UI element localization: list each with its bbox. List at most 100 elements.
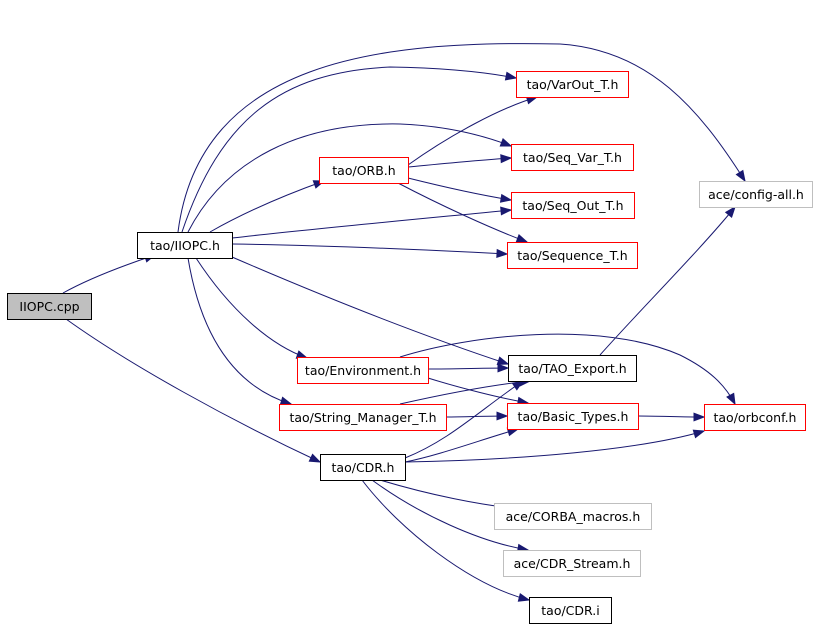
edge-arrowhead <box>500 154 513 164</box>
node-tao-basic-types-h[interactable]: tao/Basic_Types.h <box>507 403 639 430</box>
node-box <box>511 144 634 171</box>
node-tao-environment-h[interactable]: tao/Environment.h <box>297 357 429 384</box>
edge-tao_iiopc_h-to-tao_seq_var_t_h <box>187 123 513 233</box>
node-ace-corba-macros-h[interactable]: ace/CORBA_macros.h <box>494 503 652 530</box>
node-box <box>297 357 429 384</box>
node-tao-orb-h[interactable]: tao/ORB.h <box>319 157 409 184</box>
edge-line <box>404 430 705 463</box>
node-tao-sequence-t-h[interactable]: tao/Sequence_T.h <box>507 242 638 269</box>
edge-tao_environment_h-to-tao_basic_types_h <box>427 377 530 406</box>
edge-line <box>187 257 292 405</box>
node-label: ace/CORBA_macros.h <box>506 509 641 524</box>
edge-arrowhead <box>496 248 509 258</box>
node-box <box>494 503 652 530</box>
edge-tao_cdr_h-to-tao_basic_types_h <box>404 427 520 463</box>
edge-line <box>407 157 512 168</box>
node-label: tao/Basic_Types.h <box>518 409 629 424</box>
edge-tao_iiopc_h-to-tao_environment_h <box>195 257 309 359</box>
node-label: ace/CDR_Stream.h <box>514 556 631 571</box>
node-box <box>137 232 233 259</box>
node-box <box>7 293 92 320</box>
edge-tao_iiopc_h-to-tao_orb_h <box>209 180 326 233</box>
edge-line <box>361 479 530 601</box>
edge-arrowhead <box>499 193 513 203</box>
edge-arrowhead <box>693 412 706 422</box>
node-label: tao/TAO_Export.h <box>518 361 626 376</box>
node-box <box>503 550 641 577</box>
edge-iiopc_cpp-to-tao_cdr_h <box>65 318 322 463</box>
node-label: ace/config-all.h <box>708 187 804 202</box>
edge-arrowhead <box>724 205 736 218</box>
edge-tao_tao_export_h-to-ace_config_all_h <box>599 205 736 356</box>
edge-arrowhead <box>496 356 510 366</box>
edge-line <box>399 380 531 405</box>
node-tao-varout-t-h[interactable]: tao/VarOut_T.h <box>516 71 629 98</box>
edge-line <box>407 96 538 166</box>
node-ace-config-all-h[interactable]: ace/config-all.h <box>699 181 813 208</box>
edge-tao_iiopc_h-to-tao_tao_export_h <box>231 256 510 366</box>
edge-tao_iiopc_h-to-ace_config_all_h <box>177 43 746 233</box>
node-label: tao/IIOPC.h <box>150 238 220 253</box>
edge-arrowhead <box>499 138 513 147</box>
edge-tao_iiopc_h-to-tao_string_manager_t_h <box>187 257 293 406</box>
edge-line <box>62 254 156 294</box>
edge-tao_cdr_h-to-tao_tao_export_h <box>404 380 525 459</box>
edge-line <box>231 209 512 239</box>
node-tao-seq-var-t-h[interactable]: tao/Seq_Var_T.h <box>511 144 634 171</box>
edge-line <box>599 206 736 356</box>
node-tao-orbconf-h[interactable]: tao/orbconf.h <box>704 404 806 431</box>
edge-tao_environment_h-to-tao_tao_export_h <box>427 363 510 373</box>
node-label: tao/Seq_Var_T.h <box>523 150 622 165</box>
edge-line <box>65 318 321 463</box>
node-label: tao/ORB.h <box>332 163 395 178</box>
edge-arrowhead <box>517 593 531 602</box>
node-box <box>704 404 806 431</box>
edge-tao_string_manager_t_h-to-tao_basic_types_h <box>445 411 509 421</box>
node-box <box>508 355 637 382</box>
edge-line <box>231 243 508 255</box>
edge-line <box>187 123 512 233</box>
node-iiopc-cpp[interactable]: IIOPC.cpp <box>7 293 92 320</box>
node-tao-seq-out-t-h[interactable]: tao/Seq_Out_T.h <box>511 192 635 219</box>
node-layer: IIOPC.cpp tao/IIOPC.h tao/ORB.h tao/VarOut_… <box>7 71 813 624</box>
edge-arrowhead <box>515 234 529 243</box>
edge-arrowhead <box>726 392 736 406</box>
edge-arrowhead <box>496 411 509 421</box>
edge-tao_cdr_h-to-tao_orbconf_h <box>404 429 706 463</box>
node-box <box>319 157 409 184</box>
node-tao-cdr-i[interactable]: tao/CDR.i <box>529 597 612 624</box>
edge-tao_iiopc_h-to-tao_varout_t_h <box>181 66 518 233</box>
edge-iiopc_cpp-to-tao_iiopc_h <box>62 254 157 294</box>
edge-line <box>404 380 524 459</box>
edge-line <box>407 177 512 201</box>
node-tao-iiopc-h[interactable]: tao/IIOPC.h <box>137 232 233 259</box>
edge-tao_iiopc_h-to-tao_sequence_t_h <box>231 243 509 258</box>
edge-line <box>181 66 517 233</box>
node-box <box>529 597 612 624</box>
edge-arrowhead <box>497 363 510 373</box>
node-box <box>320 454 406 481</box>
edge-line <box>371 479 529 551</box>
edge-line <box>195 257 308 359</box>
node-label: tao/CDR.h <box>332 460 395 475</box>
edge-line <box>404 428 519 463</box>
edge-line <box>399 333 736 405</box>
edge-line <box>209 180 325 233</box>
edge-tao_orb_h-to-tao_seq_out_t_h <box>407 177 513 203</box>
node-box <box>511 192 635 219</box>
edge-arrowhead <box>504 71 518 81</box>
edge-line <box>177 43 746 233</box>
edge-arrowhead <box>692 429 706 439</box>
edge-tao_orb_h-to-tao_sequence_t_h <box>397 182 529 243</box>
node-ace-cdr-stream-h[interactable]: ace/CDR_Stream.h <box>503 550 641 577</box>
node-label: tao/VarOut_T.h <box>527 77 619 92</box>
edge-line <box>397 182 528 243</box>
edge-arrowhead <box>279 396 293 406</box>
node-tao-string-manager-t-h[interactable]: tao/String_Manager_T.h <box>279 404 447 431</box>
node-box <box>507 242 638 269</box>
node-tao-tao-export-h[interactable]: tao/TAO_Export.h <box>508 355 637 382</box>
node-box <box>699 181 813 208</box>
node-tao-cdr-h[interactable]: tao/CDR.h <box>320 454 406 481</box>
